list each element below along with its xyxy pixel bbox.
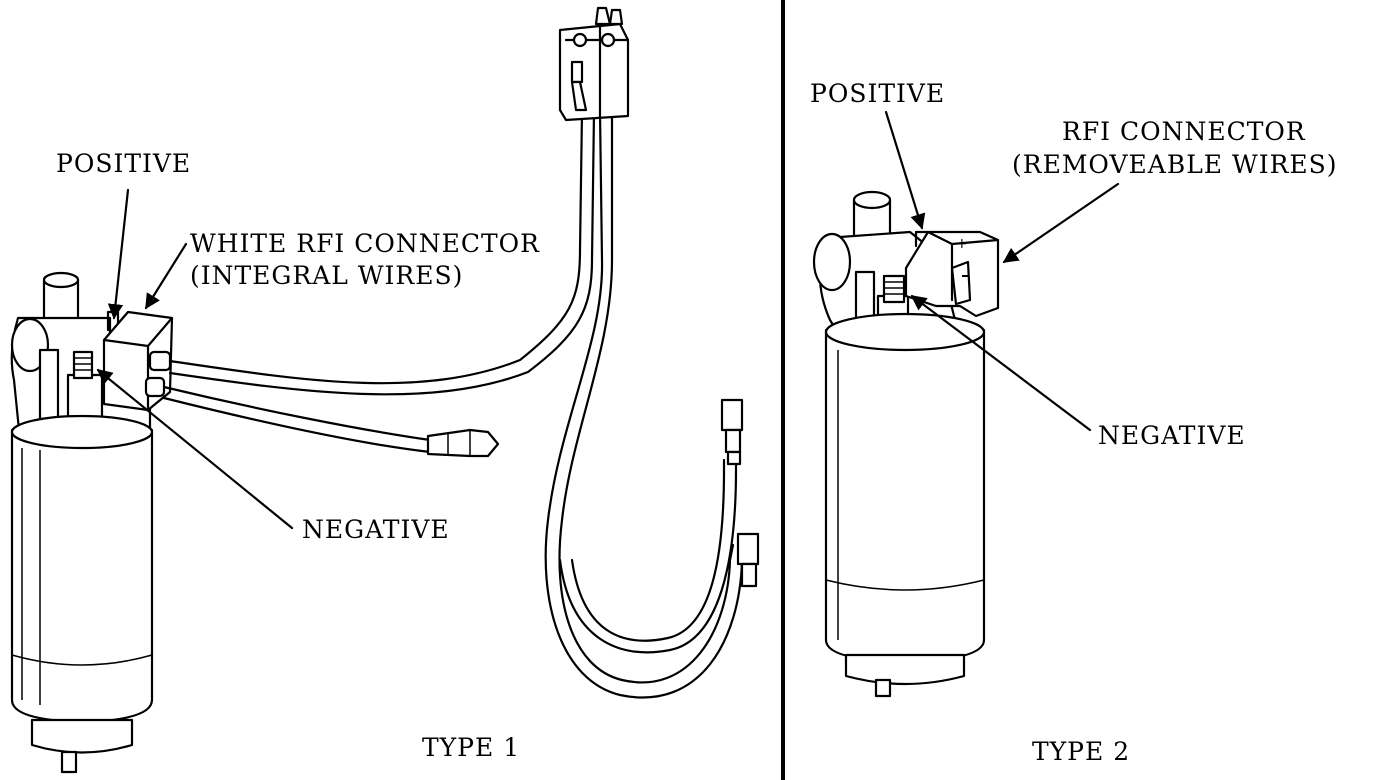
type2-title: TYPE 2 [1032, 737, 1131, 766]
type2-fuel-pump [812, 190, 986, 698]
type2-connector-label-line1: RFI CONNECTOR [1062, 117, 1306, 146]
type1-integral-wires [162, 110, 760, 699]
type2-connector-label-line2: (REMOVEABLE WIRES) [1012, 150, 1338, 179]
type1-fuel-pump [10, 271, 154, 774]
type1-positive-label: POSITIVE [56, 149, 192, 178]
svg-text:+: + [956, 236, 968, 252]
type1-connector-label-line1: WHITE RFI CONNECTOR [190, 229, 540, 258]
type1-negative-arrow [96, 368, 294, 530]
type1-white-rfi-connector [102, 310, 174, 412]
type2-connector-arrow [1002, 182, 1120, 264]
type1-positive-arrow [107, 188, 130, 320]
type1-title: TYPE 1 [422, 733, 521, 762]
type1-harness-plug [558, 6, 630, 122]
type2-positive-label: POSITIVE [810, 79, 946, 108]
type2-positive-arrow [884, 110, 926, 230]
type2-negative-arrow [910, 294, 1092, 432]
type2-negative-label: NEGATIVE [1098, 421, 1246, 450]
type1-connector-label-line2: (INTEGRAL WIRES) [190, 261, 464, 290]
type1-negative-label: NEGATIVE [302, 515, 450, 544]
type1-connector-arrow [144, 242, 188, 310]
